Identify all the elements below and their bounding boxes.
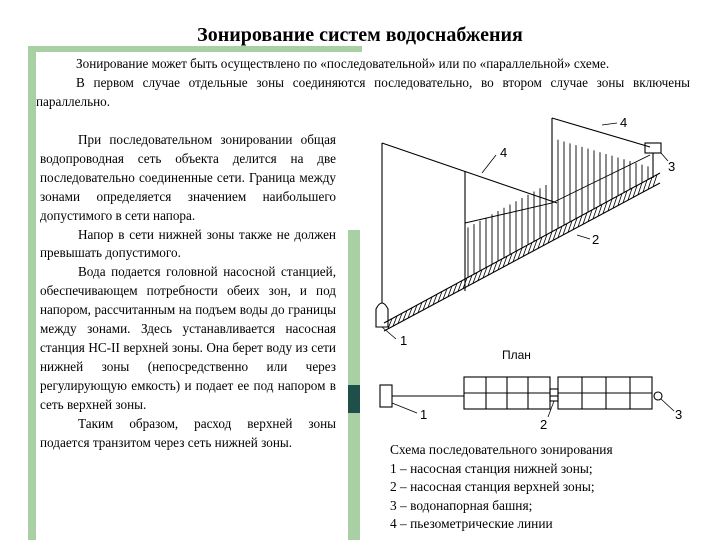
hatch-mark (502, 256, 508, 268)
hatch-mark (557, 226, 563, 238)
terrain-line-lower (383, 182, 661, 332)
hatch-mark (392, 315, 398, 327)
hatch-mark (397, 313, 403, 324)
diagram-label-4a: 4 (500, 145, 507, 160)
hatch-mark (617, 193, 623, 206)
hatch-mark (642, 179, 648, 193)
hatch-mark (477, 269, 483, 281)
hatch-mark (442, 288, 448, 300)
hatch-mark (547, 231, 553, 244)
hatch-mark (552, 228, 558, 241)
body-text: При последовательном зонировании общая в… (40, 131, 336, 452)
intro-text: Зонирование может быть осуществлено по «… (36, 55, 690, 112)
water-tower-tank (644, 142, 662, 154)
decor-strip-dark (348, 385, 360, 413)
hatch-mark (647, 177, 653, 190)
hatch-mark (487, 264, 493, 276)
caption-item-2: 2 – насосная станция верхней зоны; (390, 479, 595, 494)
diagram-label-4b: 4 (620, 115, 627, 130)
plan-pump-station-1 (379, 384, 393, 408)
diagram-label-1: 1 (400, 333, 407, 348)
diagram-label-2: 2 (592, 232, 599, 247)
hatch-mark (517, 247, 523, 260)
figure-caption: Схема последовательного зонирования 1 – … (390, 441, 710, 534)
hatch-mark (652, 174, 658, 187)
hatch-mark (637, 182, 643, 195)
hatch-mark (447, 285, 453, 297)
hatch-mark (632, 185, 638, 198)
building-top-line (464, 154, 651, 224)
hatch-mark (562, 223, 568, 236)
intro-paragraph-1: Зонирование может быть осуществлено по «… (76, 56, 610, 71)
hatch-mark (482, 266, 488, 279)
hatch-mark (567, 220, 573, 233)
hatch-mark (437, 291, 443, 303)
caption-item-4: 4 – пьезометрические линии (390, 516, 553, 531)
hatch-mark (627, 188, 633, 201)
plan-label: План (502, 348, 531, 362)
hatch-mark (607, 198, 613, 212)
hatch-mark (587, 209, 593, 222)
decor-bar-top (28, 46, 362, 52)
decor-bar-left (28, 46, 36, 540)
hatch-mark (582, 212, 588, 225)
piezometric-line-lower (381, 142, 558, 204)
diagram-label-3: 3 (668, 159, 675, 174)
plan-label-1: 1 (420, 407, 427, 422)
body-paragraph-4: Напор в сети нижней зоны также не должен… (40, 226, 336, 261)
hatch-mark (387, 318, 393, 330)
hatch-mark (527, 242, 533, 254)
hatch-mark (492, 261, 498, 273)
body-paragraph-6: Таким образом, расход верхней зоны подае… (40, 415, 336, 450)
body-paragraph-3: При последовательном зонировании общая в… (40, 132, 336, 223)
hatch-mark (577, 215, 583, 228)
hatch-mark (407, 307, 413, 319)
hatch-mark (417, 302, 423, 313)
hatch-mark (522, 245, 528, 257)
hatch-mark (572, 217, 578, 230)
hatch-mark (497, 258, 503, 271)
caption-item-3: 3 – водонапорная башня; (390, 497, 533, 513)
terrain-hatching (387, 174, 658, 330)
piezometric-line-upper (551, 117, 651, 148)
hatch-mark (602, 201, 608, 214)
zoning-diagram: 1 2 3 4 4 План 1 2 3 (375, 115, 682, 432)
hatch-mark (537, 236, 543, 249)
body-paragraph-5: Вода подается головной насосной станцией… (40, 264, 336, 412)
hatch-mark (467, 275, 473, 287)
hatch-mark (532, 239, 538, 252)
hatch-mark (427, 296, 433, 308)
hatch-mark (592, 207, 598, 220)
caption-item-1: 1 – насосная станция нижней зоны; (390, 460, 593, 476)
plan-water-tower (653, 391, 663, 401)
plan-label-2: 2 (540, 417, 547, 432)
hatch-mark (512, 250, 518, 262)
caption-title: Схема последовательного зонирования (390, 442, 613, 457)
pump-station-1-shape (375, 302, 389, 328)
intro-paragraph-2: В первом случае отдельные зоны соединяют… (36, 74, 690, 109)
hatch-mark (402, 310, 408, 321)
hatch-mark (452, 283, 458, 295)
hatch-mark (432, 294, 438, 305)
plan-pump-station-2 (549, 388, 559, 402)
hatch-mark (472, 272, 478, 284)
hatch-mark (457, 280, 463, 292)
hatch-mark (597, 204, 603, 217)
hatch-mark (622, 190, 628, 203)
plan-label-3: 3 (675, 407, 682, 422)
hatch-mark (507, 253, 513, 265)
hatch-mark (422, 299, 428, 311)
slide-title: Зонирование систем водоснабжения (197, 24, 523, 46)
hatch-mark (612, 196, 618, 209)
hatch-mark (412, 304, 418, 316)
hatch-mark (542, 234, 548, 246)
